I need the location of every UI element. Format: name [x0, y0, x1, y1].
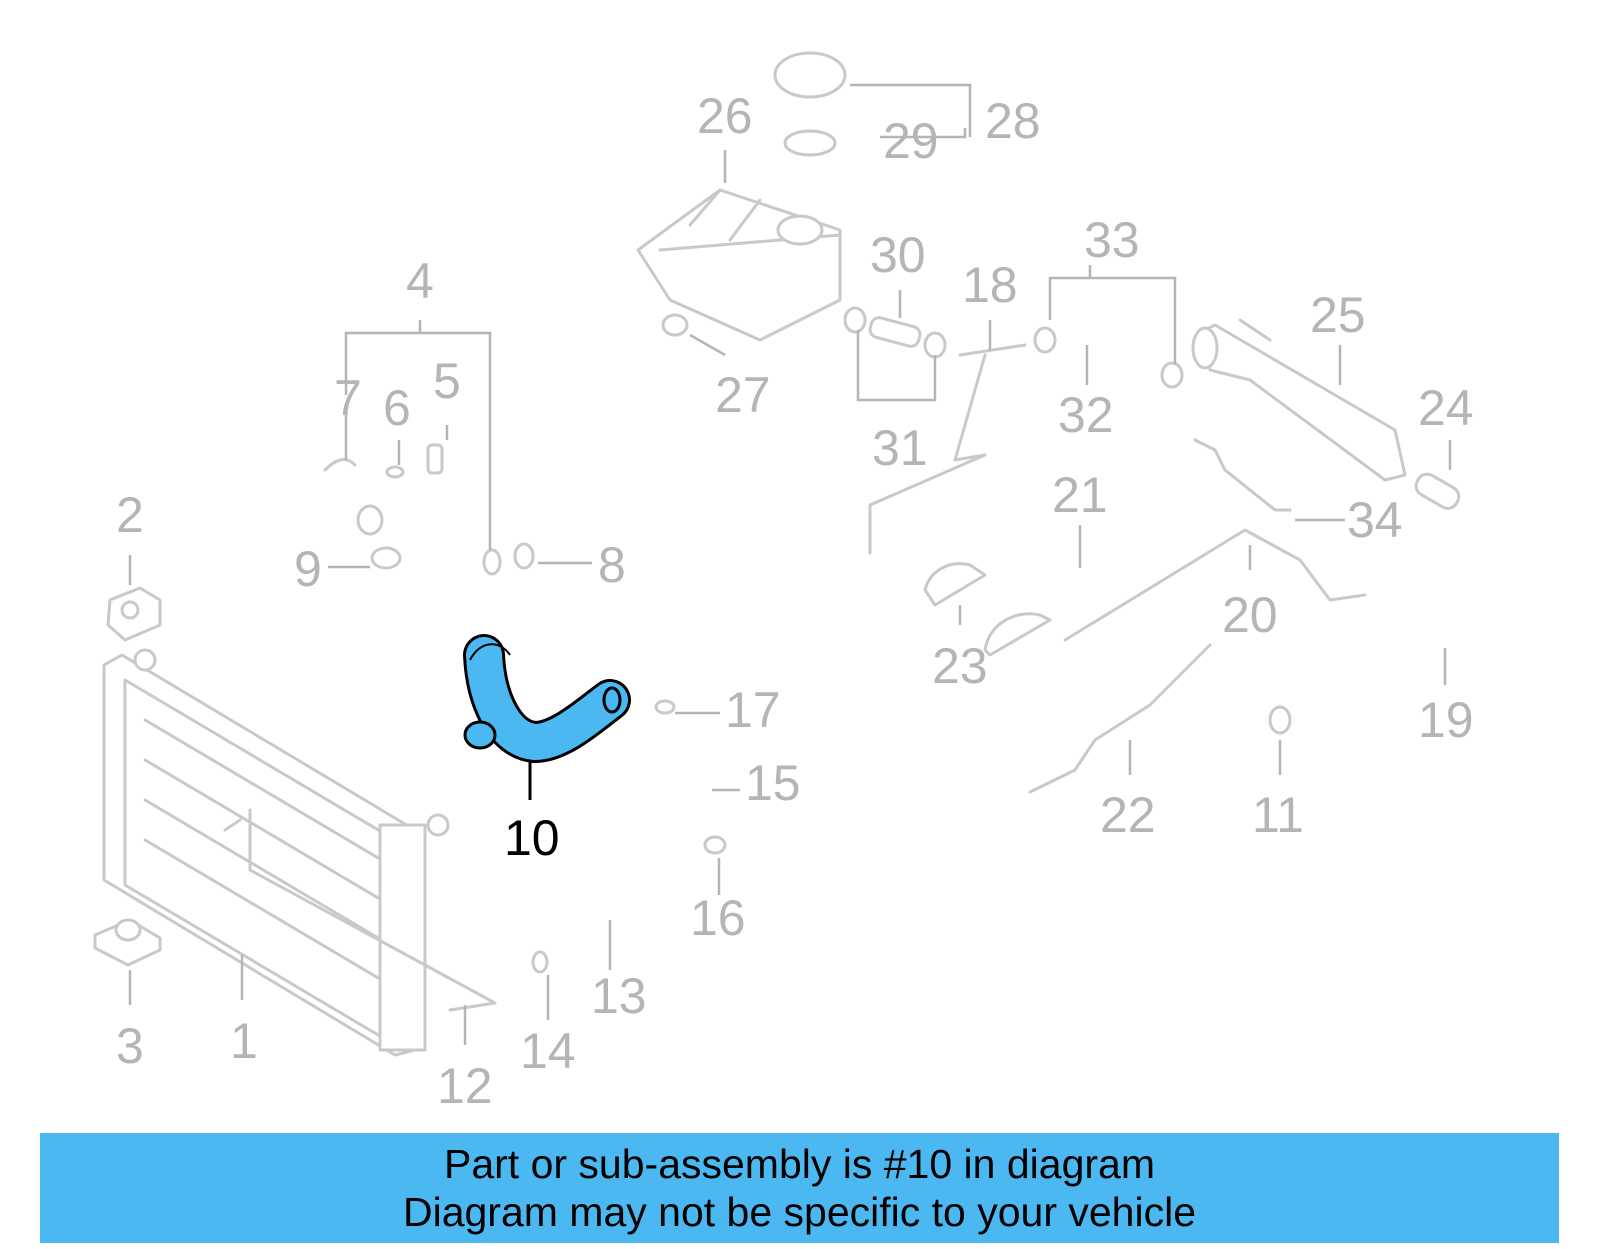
pipe-part-22	[1028, 643, 1212, 794]
hose-part-10-highlighted	[463, 634, 631, 763]
plug-part-16	[703, 835, 727, 855]
clamp-part-31a	[843, 306, 867, 334]
bracket-part-2	[106, 586, 162, 642]
callout-6: 6	[383, 380, 411, 436]
clamp-part-14	[531, 950, 549, 974]
callout-17: 17	[725, 682, 781, 738]
leader-lines	[128, 83, 1452, 1045]
callout-5: 5	[433, 353, 461, 409]
banner-line-disclaimer: Diagram may not be specific to your vehi…	[402, 1189, 1196, 1235]
callout-14: 14	[520, 1023, 576, 1079]
clamp-part-33b	[1160, 361, 1184, 389]
pipe-part-18	[868, 343, 1027, 555]
callout-26: 26	[697, 88, 753, 144]
callout-18: 18	[962, 257, 1018, 313]
callout-labels: 1 2 3 4 5 6 7 8 9 10 11 12 13 14 15 16 1…	[116, 88, 1474, 1114]
shield-part-21b	[983, 612, 1052, 657]
pipe-part-20	[1063, 528, 1367, 642]
callout-27: 27	[715, 367, 771, 423]
banner-line-part-number: Part or sub-assembly is #10 in diagram	[444, 1141, 1155, 1187]
pipe-part-34	[1193, 438, 1292, 512]
callout-16: 16	[690, 890, 746, 946]
callout-31: 31	[872, 420, 928, 476]
callout-11: 11	[1252, 787, 1304, 843]
plug-part-27	[661, 313, 689, 337]
clamp-part-31b	[923, 331, 947, 359]
sensor-part-5	[426, 443, 444, 475]
callout-20: 20	[1222, 587, 1278, 643]
callout-15: 15	[745, 755, 801, 811]
callout-1: 1	[230, 1013, 258, 1069]
callout-28: 28	[985, 93, 1041, 149]
hose-part-7	[323, 458, 357, 472]
callout-3: 3	[116, 1018, 144, 1074]
callout-13: 13	[591, 968, 647, 1024]
callout-29: 29	[883, 113, 939, 169]
callout-32: 32	[1058, 387, 1114, 443]
shield-part-23	[923, 562, 987, 607]
callout-33: 33	[1084, 212, 1140, 268]
callout-23: 23	[932, 638, 988, 694]
oring-part-6	[385, 465, 405, 479]
hose-part-24	[1414, 472, 1461, 510]
parts-diagram: 1 2 3 4 5 6 7 8 9 10 11 12 13 14 15 16 1…	[93, 51, 1502, 1114]
cap-part-17	[654, 699, 676, 715]
callout-24: 24	[1418, 380, 1474, 436]
clamp-part-9	[370, 546, 402, 570]
callout-34: 34	[1347, 492, 1403, 548]
callout-25: 25	[1310, 287, 1366, 343]
callout-12: 12	[437, 1058, 493, 1114]
seal-part-29	[783, 129, 837, 157]
callout-21: 21	[1052, 467, 1108, 523]
callout-4: 4	[406, 253, 434, 309]
expansion-tank-part-26	[636, 188, 842, 342]
callout-19: 19	[1418, 692, 1474, 748]
clamp-part-8	[513, 542, 535, 570]
radiator-part	[102, 648, 497, 1057]
callout-8: 8	[598, 537, 626, 593]
mount-part-3	[93, 918, 162, 967]
pipe-part-25	[1191, 318, 1407, 482]
callout-7: 7	[334, 370, 362, 426]
cap-part-28	[773, 51, 847, 99]
clamp-part-33a	[1033, 326, 1057, 354]
hose-part-4	[356, 488, 503, 576]
callout-9: 9	[294, 541, 322, 597]
hose-part-30	[868, 316, 922, 348]
callout-10-highlighted: 10	[504, 810, 560, 866]
clamp-part-11	[1268, 705, 1292, 735]
callout-2: 2	[116, 487, 144, 543]
callout-30: 30	[870, 227, 926, 283]
callout-22: 22	[1100, 787, 1156, 843]
info-banner: Part or sub-assembly is #10 in diagram D…	[40, 1133, 1559, 1243]
